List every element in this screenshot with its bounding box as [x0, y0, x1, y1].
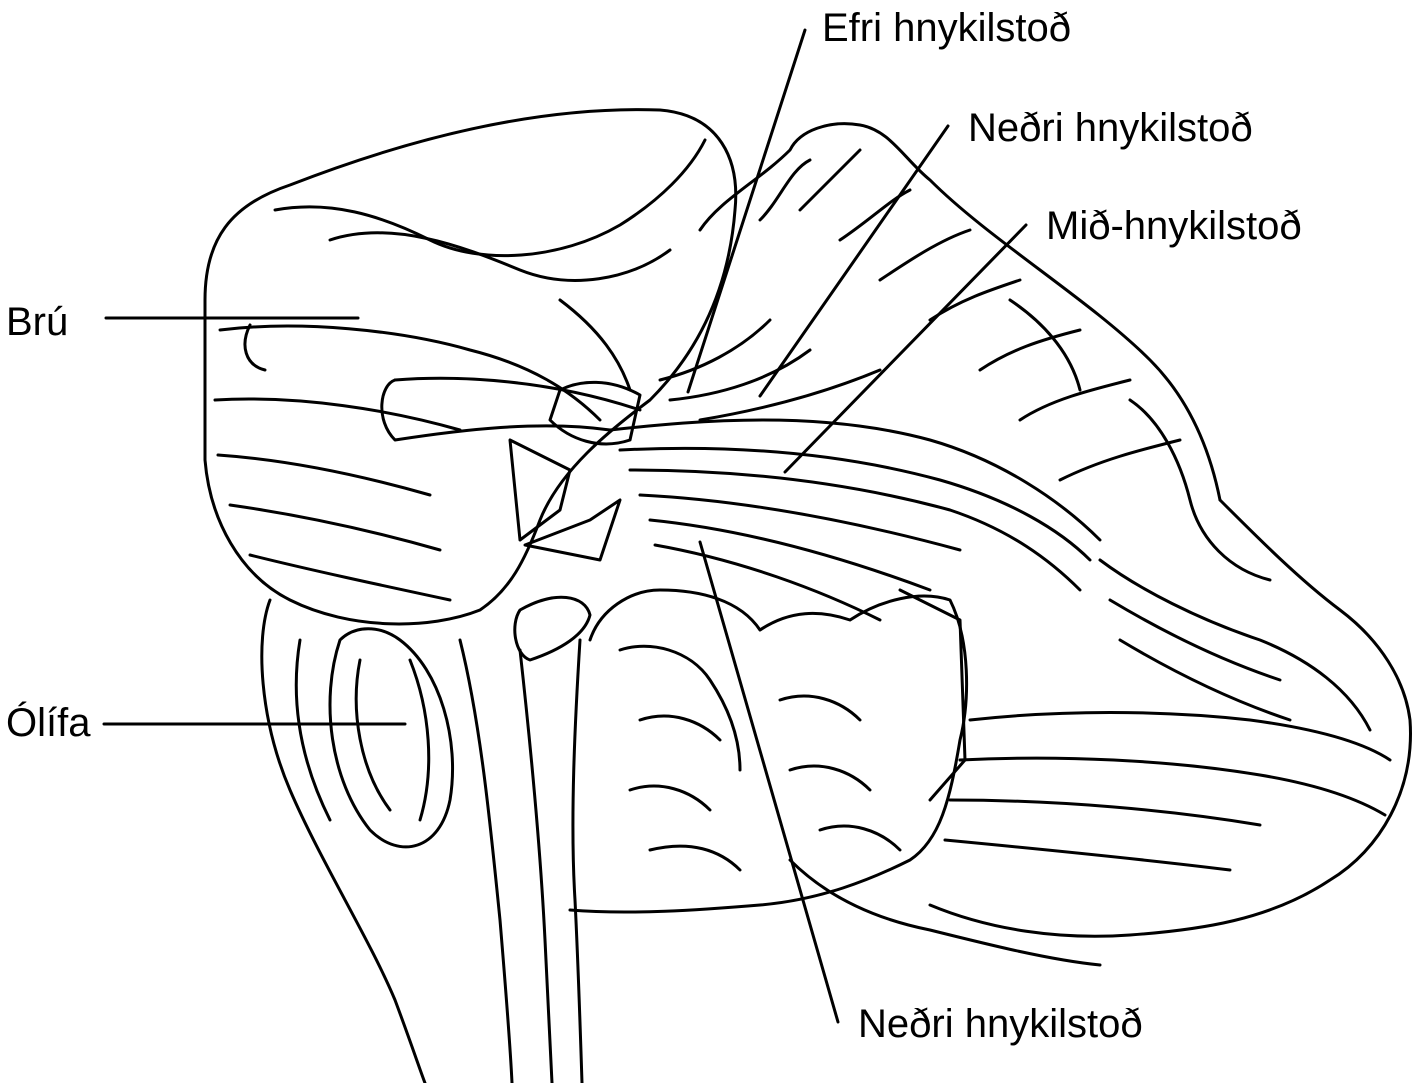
leader-line-nedri-top — [758, 124, 950, 398]
olive-shape — [260, 598, 584, 1083]
label-inferior-cerebellar-peduncle-top: Neðri hnykilstoð — [968, 106, 1253, 150]
leader-line-nedri-bottom — [698, 540, 840, 1024]
leader-lines — [102, 28, 1028, 1024]
pons-shape — [203, 108, 738, 626]
cerebellum-right — [928, 298, 1412, 938]
leader-line-efri — [686, 28, 807, 394]
cerebellum-upper — [698, 122, 1222, 502]
label-inferior-cerebellar-peduncle-bottom: Neðri hnykilstoð — [858, 1002, 1143, 1046]
label-olive: Ólífa — [6, 701, 91, 745]
label-middle-cerebellar-peduncle: Mið-hnykilstoð — [1046, 204, 1302, 248]
cerebellum-lower — [568, 588, 1102, 967]
label-pons: Brú — [6, 300, 69, 344]
leader-line-mid — [783, 223, 1028, 474]
peduncle-fibres — [508, 318, 1102, 622]
label-superior-cerebellar-peduncle: Efri hnykilstoð — [822, 6, 1071, 50]
